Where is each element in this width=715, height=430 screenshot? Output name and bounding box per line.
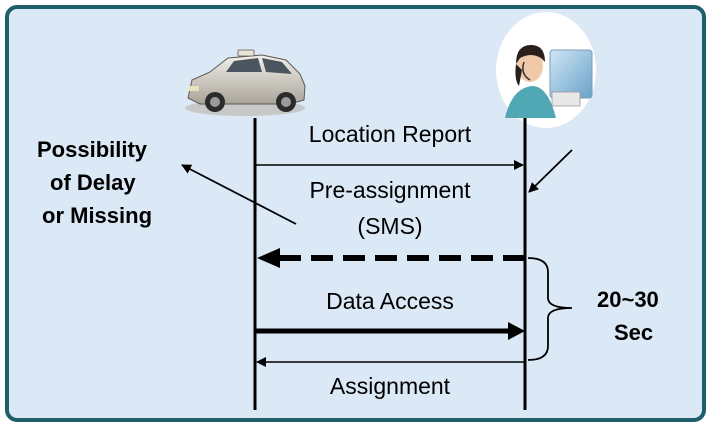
time-note-line-1: 20~30 xyxy=(597,287,659,312)
sms-label: (SMS) xyxy=(357,213,423,239)
taxi-car-icon xyxy=(185,49,306,116)
delay-note-line-3: or Missing xyxy=(42,203,153,228)
delay-note-line-1: Possibility xyxy=(37,137,148,162)
location-report-label: Location Report xyxy=(308,121,472,147)
data-access-arrowhead xyxy=(508,322,525,340)
time-note-line-2: Sec xyxy=(614,320,654,345)
pre-assignment-label: Pre-assignment xyxy=(309,177,471,203)
operator-pointer-arrow xyxy=(528,149,573,193)
call-center-operator-icon xyxy=(496,12,596,128)
data-access-label: Data Access xyxy=(326,288,454,314)
delay-pointer-arrow xyxy=(181,164,297,225)
time-span-brace xyxy=(527,257,573,361)
delay-note-line-2: of Delay xyxy=(50,170,136,195)
assignment-label: Assignment xyxy=(329,373,451,399)
pre-assignment-arrowhead xyxy=(257,248,280,268)
